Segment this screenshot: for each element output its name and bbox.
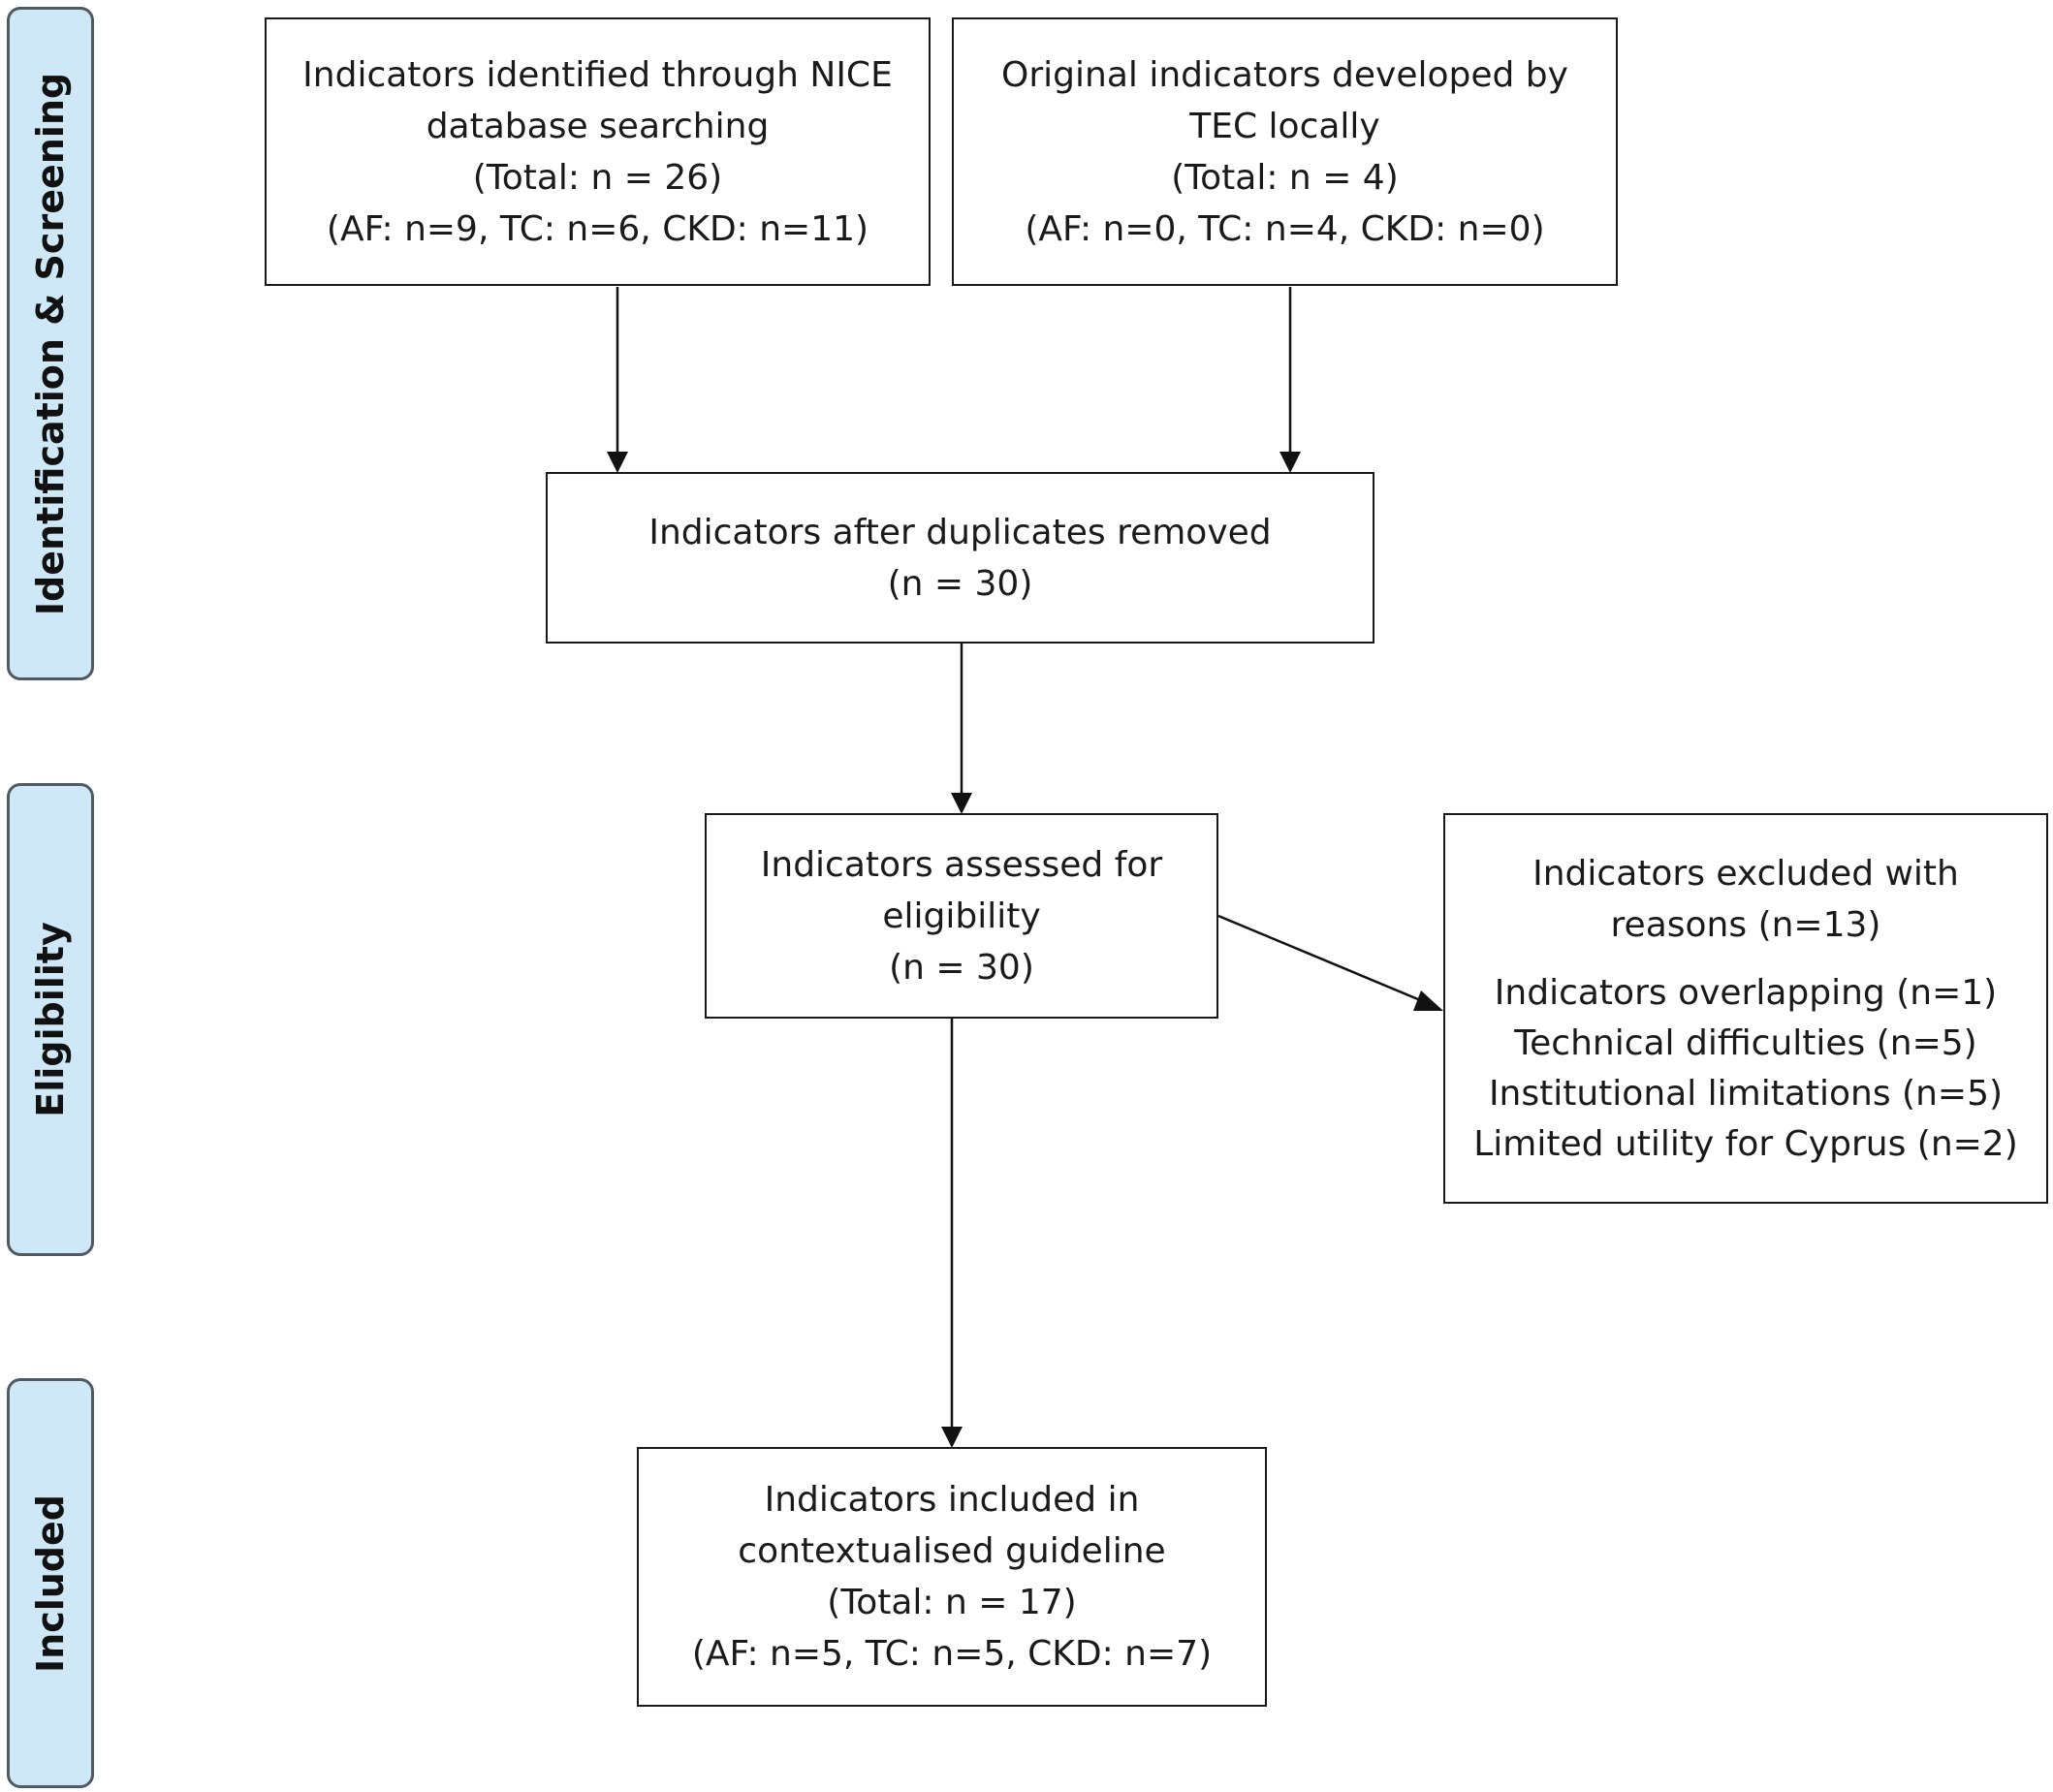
box-tec-indicators: Original indicators developed by TEC loc… (952, 17, 1618, 286)
box-text-line: (AF: n=0, TC: n=4, CKD: n=0) (1025, 208, 1545, 249)
exclusion-reason: Indicators overlapping (n=1) (1494, 972, 1998, 1013)
box-text-line: Indicators identified through NICE (302, 54, 893, 95)
box-text-line: database searching (426, 106, 770, 146)
box-duplicates-removed: Indicators after duplicates removed (n =… (546, 472, 1374, 644)
box-text-line: (Total: n = 4) (1171, 157, 1399, 198)
exclusion-reason: Institutional limitations (n=5) (1488, 1073, 2004, 1114)
box-text-line: (n = 30) (887, 563, 1033, 604)
box-text-line: Indicators excluded with (1532, 853, 1959, 894)
box-text-line: (AF: n=5, TC: n=5, CKD: n=7) (691, 1634, 1213, 1674)
exclusion-reason: Technical difficulties (n=5) (1514, 1022, 1977, 1063)
arrowhead-excluded (1413, 990, 1443, 1011)
exclusion-reasons-list: Indicators overlapping (n=1) Technical d… (1473, 968, 2018, 1170)
exclusion-reason: Limited utility for Cyprus (n=2) (1473, 1123, 2018, 1164)
box-text-line: eligibility (882, 896, 1041, 936)
box-text-line: Indicators after duplicates removed (648, 512, 1272, 552)
box-text-line: (AF: n=9, TC: n=6, CKD: n=11) (326, 208, 869, 249)
box-text-line: Indicators assessed for (760, 844, 1163, 885)
stage-tab-eligibility: Eligibility (7, 783, 94, 1256)
box-text-line: (Total: n = 26) (472, 157, 723, 198)
box-text-line: contextualised guideline (738, 1531, 1166, 1571)
box-included-guideline: Indicators included in contextualised gu… (637, 1447, 1267, 1707)
stage-tab-included: Included (7, 1378, 94, 1788)
box-excluded-reasons: Indicators excluded with reasons (n=13) … (1443, 813, 2048, 1204)
box-nice-indicators: Indicators identified through NICE datab… (265, 17, 931, 286)
arrowhead-duplicates (951, 793, 972, 814)
box-text-line: (n = 30) (889, 947, 1034, 988)
arrow-assessed-to-excluded (1217, 914, 1426, 1004)
box-text-line: TEC locally (1189, 106, 1380, 146)
stage-tab-identification-screening: Identification & Screening (7, 7, 94, 680)
box-text-line: (Total: n = 17) (827, 1583, 1077, 1622)
arrowhead-nice (607, 452, 628, 473)
box-text-line: Original indicators developed by (1001, 54, 1568, 95)
box-text-line: reasons (n=13) (1610, 904, 1881, 945)
arrowhead-tec (1279, 452, 1301, 473)
box-assessed-eligibility: Indicators assessed for eligibility (n =… (705, 813, 1218, 1019)
box-text-line: Indicators included in (764, 1480, 1140, 1520)
arrowhead-included (941, 1427, 963, 1448)
